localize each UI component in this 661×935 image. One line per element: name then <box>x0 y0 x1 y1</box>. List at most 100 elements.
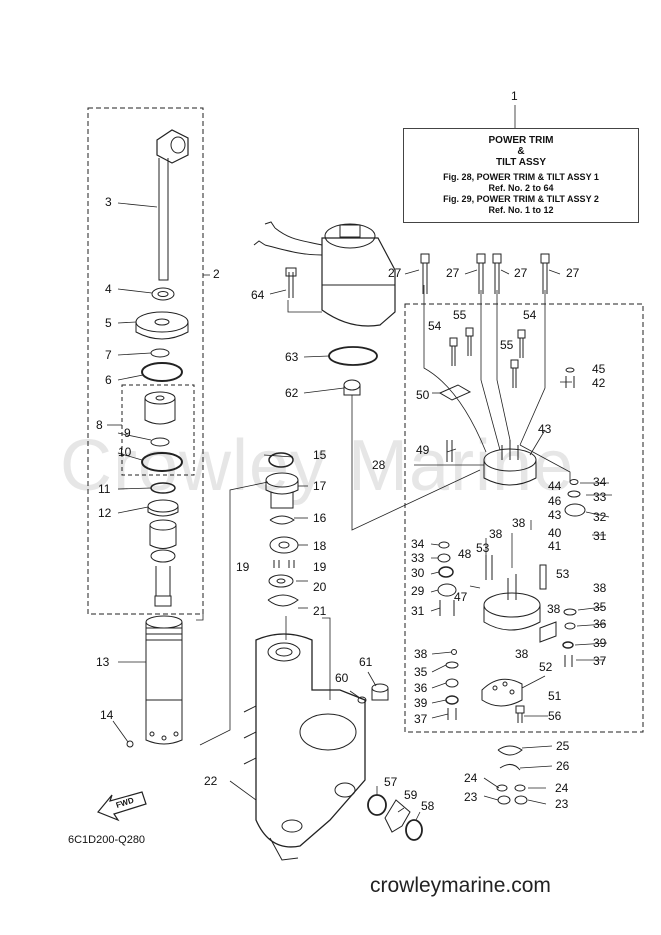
part-49 <box>446 440 453 462</box>
ref-2: 2 <box>213 267 220 281</box>
part-18 <box>269 536 299 554</box>
ref-64: 64 <box>251 288 265 302</box>
ref-28: 28 <box>372 458 386 472</box>
ref-45: 45 <box>592 362 606 376</box>
ref-38-b: 38 <box>489 527 503 541</box>
ref-27-c: 27 <box>514 266 528 280</box>
part-62 <box>343 379 361 391</box>
ref-38-e: 38 <box>515 647 529 661</box>
diagram-code: 6C1D200-Q280 <box>68 834 146 846</box>
ref-31-left: 31 <box>411 604 425 618</box>
ref-61: 61 <box>359 655 373 669</box>
ref-17: 17 <box>313 479 327 493</box>
ref-16: 16 <box>313 511 327 525</box>
ref-23-right: 23 <box>555 797 569 811</box>
ref-59: 59 <box>404 788 418 802</box>
info-line-7: Ref. No. 1 to 12 <box>488 205 554 215</box>
ref-27-a: 27 <box>388 266 402 280</box>
ref-35-right: 35 <box>593 600 607 614</box>
ref-37-right: 37 <box>593 654 607 668</box>
ref-32: 32 <box>593 510 607 524</box>
ref-8: 8 <box>96 418 103 432</box>
part-14 <box>126 740 134 748</box>
ref-10: 10 <box>118 445 132 459</box>
ref-43-top: 43 <box>538 422 552 436</box>
ref-35-left: 35 <box>414 665 428 679</box>
ref-19-right: 19 <box>313 560 327 574</box>
part-57 <box>367 794 387 816</box>
ref-23-left: 23 <box>464 790 478 804</box>
ref-55-a: 55 <box>453 308 467 322</box>
part-26 <box>499 764 521 771</box>
part-20 <box>268 574 294 588</box>
ref-53-a: 53 <box>476 541 490 555</box>
ref-6: 6 <box>105 373 112 387</box>
part-16 <box>269 515 295 525</box>
part-60 <box>357 696 367 704</box>
ref-36-left: 36 <box>414 681 428 695</box>
ref-50: 50 <box>416 388 430 402</box>
ref-38-a: 38 <box>512 516 526 530</box>
ref-7: 7 <box>105 348 112 362</box>
part-22 <box>255 633 366 848</box>
info-line-6: Fig. 29, POWER TRIM & TILT ASSY 2 <box>443 194 599 204</box>
ref-34-left: 34 <box>411 537 425 551</box>
part-17 <box>265 480 299 495</box>
part-30 <box>438 566 454 578</box>
footer-site: crowleymarine.com <box>370 874 551 897</box>
ref-31-right: 31 <box>593 529 607 543</box>
part-9 <box>150 437 170 447</box>
part-50 <box>438 384 472 401</box>
part-28 <box>483 460 537 486</box>
ref-4: 4 <box>105 282 112 296</box>
ref-5: 5 <box>105 316 112 330</box>
ref-52: 52 <box>539 660 553 674</box>
ref-43-mid: 43 <box>548 508 562 522</box>
ref-25: 25 <box>556 739 570 753</box>
part-15 <box>268 452 294 468</box>
ref-38-f: 38 <box>414 647 428 661</box>
ref-13: 13 <box>96 655 110 669</box>
ref-37-left: 37 <box>414 712 428 726</box>
part-11 <box>150 482 176 494</box>
ref-9: 9 <box>124 426 131 440</box>
info-line-2: & <box>517 146 525 157</box>
ref-14: 14 <box>100 708 114 722</box>
part-10 <box>141 452 183 472</box>
part-34 <box>438 541 450 549</box>
ref-24-left: 24 <box>464 771 478 785</box>
ref-55-b: 55 <box>500 338 514 352</box>
ref-33-left: 33 <box>411 551 425 565</box>
ref-38-c: 38 <box>593 581 607 595</box>
ref-19-left: 19 <box>236 560 250 574</box>
ref-15: 15 <box>313 448 327 462</box>
ref-39-left: 39 <box>414 696 428 710</box>
fwd-arrow <box>97 791 147 822</box>
part-21 <box>267 594 299 607</box>
ref-60: 60 <box>335 671 349 685</box>
ref-18: 18 <box>313 539 327 553</box>
part-59 <box>384 799 411 833</box>
part-4 <box>151 287 175 301</box>
part-3-rod <box>156 129 189 164</box>
ref-34-right: 34 <box>593 475 607 489</box>
ref-26: 26 <box>556 759 570 773</box>
part-6 <box>141 362 183 382</box>
ref-62: 62 <box>285 386 299 400</box>
ref-40: 40 <box>548 526 562 540</box>
group-box-8 <box>121 384 195 476</box>
reference-info-box: POWER TRIM & TILT ASSY Fig. 28, POWER TR… <box>403 128 639 223</box>
ref-47: 47 <box>454 590 468 604</box>
ref-54-a: 54 <box>428 319 442 333</box>
ref-41: 41 <box>548 539 562 553</box>
ref-12: 12 <box>98 506 112 520</box>
ref-53-b: 53 <box>556 567 570 581</box>
ref-44: 44 <box>548 479 562 493</box>
part-13 <box>145 622 183 745</box>
part-25 <box>497 745 523 756</box>
ref-51: 51 <box>548 689 562 703</box>
ref-21: 21 <box>313 604 327 618</box>
group-box-2 <box>87 107 204 615</box>
ref-27-b: 27 <box>446 266 460 280</box>
